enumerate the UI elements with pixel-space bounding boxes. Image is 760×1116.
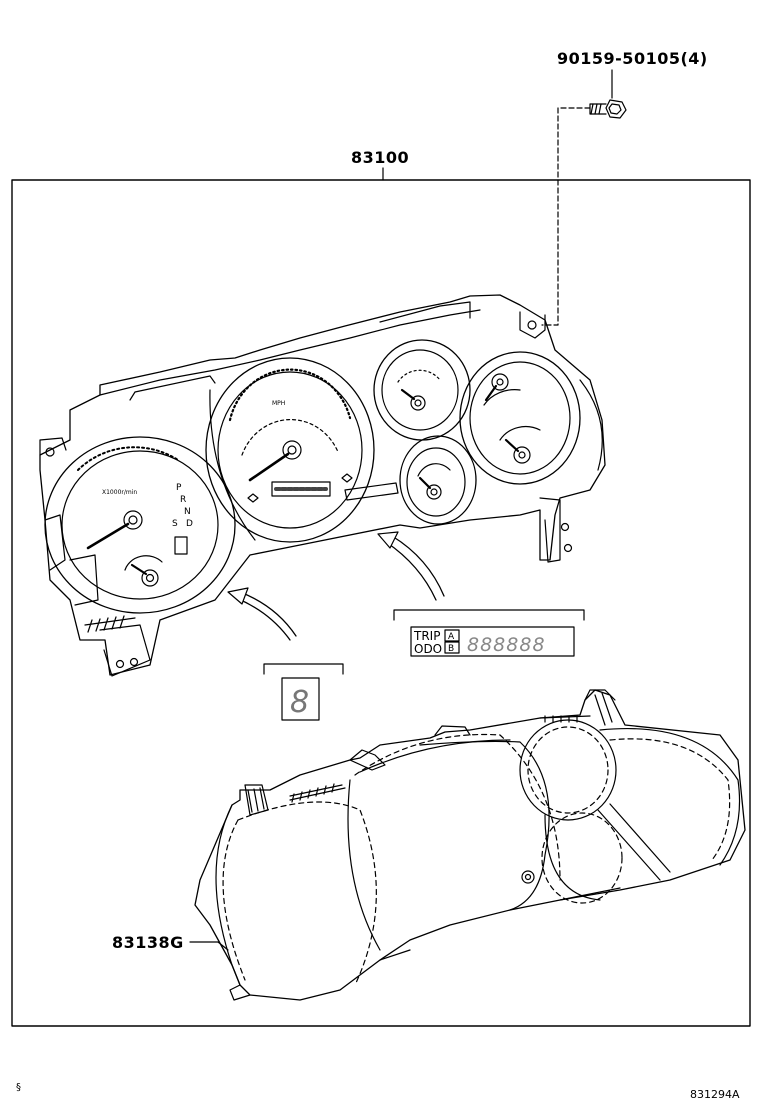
odometer-window <box>271 481 331 497</box>
svg-text:D: D <box>186 519 193 529</box>
arrow-to-odometer-display <box>377 531 445 601</box>
bolt-icon <box>589 99 627 119</box>
gear-position-window <box>174 536 188 555</box>
arrow-to-gear-indicator <box>227 587 297 641</box>
mounting-hole-top-right <box>527 320 537 330</box>
part-number-cluster: 83100 <box>351 148 409 167</box>
odometer-detail: TRIP ODO A B 888888 <box>410 626 575 657</box>
mounting-hole-bottom-2 <box>129 657 139 667</box>
svg-text:P: P <box>176 483 182 493</box>
cluster-housing <box>39 294 606 676</box>
speedometer-hub <box>282 440 302 460</box>
mounting-hole-left <box>45 447 55 457</box>
odometer-digits: 888888 <box>467 634 546 656</box>
svg-text:N: N <box>184 507 191 517</box>
part-number-glass: 83138G <box>112 933 184 952</box>
instrument-cluster: X1000r/min P R N D S MPH <box>39 294 606 677</box>
glass-mount-hole <box>521 870 535 884</box>
tachometer-face <box>61 450 219 600</box>
svg-text:A: A <box>448 632 455 642</box>
speedometer-needle <box>248 452 290 482</box>
gear-digit: 8 <box>290 685 309 720</box>
small-gauge-upper-left-rim <box>373 339 471 441</box>
speedometer-rim <box>205 357 375 543</box>
small-gauge-lower-rim <box>399 435 477 525</box>
speedometer-unit: MPH <box>272 400 285 407</box>
tachometer-unit: X1000r/min <box>102 489 137 496</box>
bolt-position-leader <box>541 107 591 326</box>
tachometer-needle <box>86 522 130 550</box>
gear-detail-bracket <box>263 663 344 675</box>
svg-text:B: B <box>448 644 454 654</box>
tachometer-hub <box>123 510 143 530</box>
part-number-bolt: 90159-50105(4) <box>557 49 708 68</box>
tachometer-rim <box>44 436 236 614</box>
gauge-right-rim <box>459 351 581 485</box>
illustration-code: 831294A <box>690 1088 740 1101</box>
mounting-hole-right-2 <box>563 543 573 553</box>
mounting-hole-bottom-1 <box>115 659 125 669</box>
gear-digit-detail: 8 <box>281 677 320 721</box>
svg-text:TRIP: TRIP <box>413 629 440 643</box>
svg-text:R: R <box>180 495 186 505</box>
speedometer-face <box>217 371 363 529</box>
svg-text:S: S <box>172 519 178 529</box>
odometer-detail-bracket <box>393 609 585 621</box>
mounting-hole-right-1 <box>560 522 570 532</box>
svg-text:ODO: ODO <box>414 642 442 656</box>
assembly-frame <box>11 179 751 1027</box>
cluster-glass <box>194 689 746 1001</box>
footer-mark: § <box>16 1082 21 1093</box>
